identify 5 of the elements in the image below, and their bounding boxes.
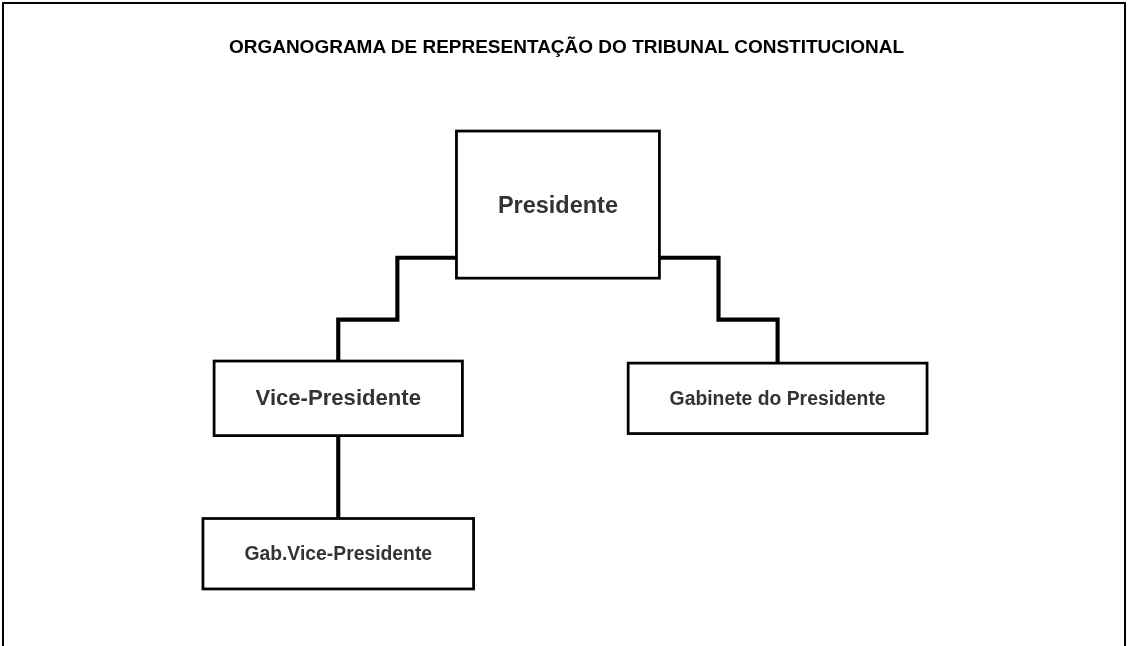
node-box: Gab.Vice-Presidente: [201, 517, 475, 591]
node-box: Vice-Presidente: [212, 359, 464, 437]
node-box: Gabinete do Presidente: [626, 361, 929, 435]
diagram-title: ORGANOGRAMA DE REPRESENTAÇÃO DO TRIBUNAL CONSTITUCIONAL: [228, 36, 905, 58]
node-box: Presidente: [455, 129, 661, 280]
